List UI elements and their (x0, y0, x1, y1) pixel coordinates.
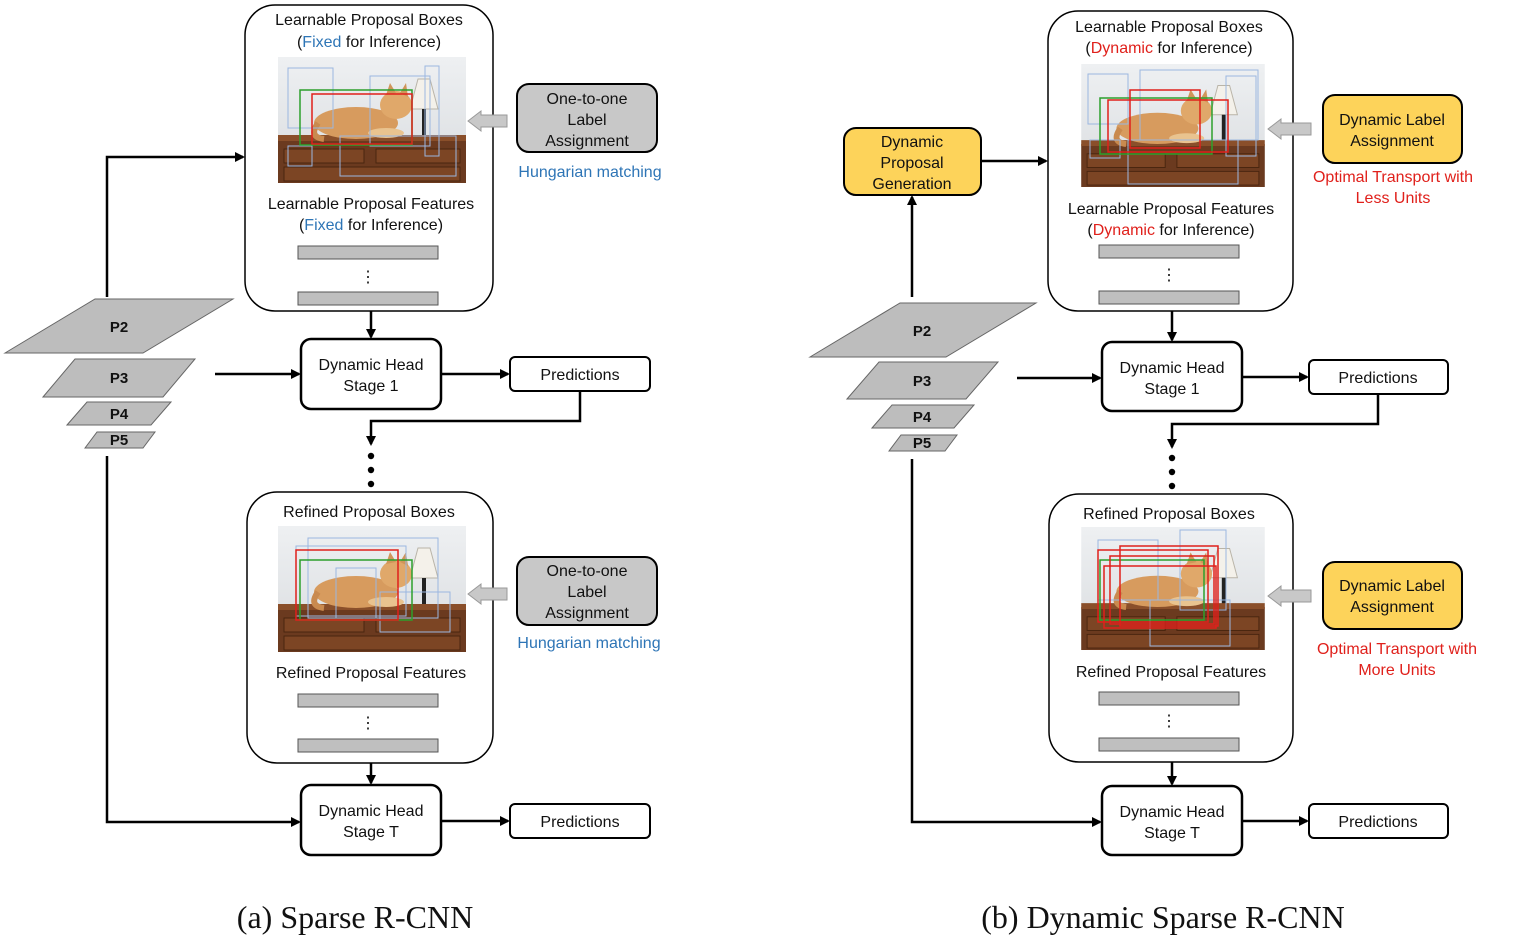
predT-label-b: Predictions (1338, 814, 1417, 831)
assign-arrow-top (467, 109, 508, 133)
level-p5-label: P5 (110, 432, 128, 449)
pyramid-p4 (65, 401, 173, 426)
pyramid-p2-b (808, 302, 1038, 358)
head1-line1-b: Dynamic Head (1120, 360, 1225, 377)
level-p3-label: P3 (110, 370, 128, 387)
svg-text:⋮: ⋮ (360, 269, 376, 286)
dynamic-head-stage-T (299, 783, 443, 857)
dyn-assign-bottom-line1: Dynamic Label (1339, 578, 1445, 595)
panel-dynamic-sparse-rcnn: Dynamic Proposal Generation Learnable Pr… (808, 10, 1477, 935)
refined-boxes-title: Refined Proposal Boxes (283, 504, 455, 521)
level-p2-label-b: P2 (913, 323, 931, 340)
head1-line1: Dynamic Head (319, 357, 424, 374)
pyramid-p5-b (888, 434, 958, 452)
assign-top-line2: Label (567, 112, 606, 129)
dyn-assign-bottom-line2: Assignment (1350, 599, 1434, 616)
dyn-assign-top-line2: Assignment (1350, 133, 1434, 150)
arrow-p5-to-headT (105, 456, 301, 827)
level-p2-label: P2 (110, 319, 128, 336)
arrow-p5-to-headT-b (910, 459, 1102, 827)
ellipsis-dots-b (1168, 454, 1176, 490)
svg-text:⋮: ⋮ (1161, 267, 1177, 284)
head1-line2-b: Stage 1 (1144, 381, 1199, 398)
refined-features-title: Refined Proposal Features (276, 665, 466, 682)
assign-bottom-line1: One-to-one (547, 563, 628, 580)
pyramid-p4-b (870, 404, 976, 429)
svg-text:⋮: ⋮ (1161, 713, 1177, 730)
pred1-label-b: Predictions (1338, 370, 1417, 387)
refined-boxes-image (278, 526, 466, 652)
ot-note-top-line2: Less Units (1356, 190, 1431, 207)
caption-left: (a) Sparse R-CNN (237, 899, 473, 935)
headT-line1-b: Dynamic Head (1120, 804, 1225, 821)
level-p3-label-b: P3 (913, 373, 931, 390)
ot-note-top-line1: Optimal Transport with (1313, 169, 1473, 186)
ot-note-bottom-line2: More Units (1358, 662, 1435, 679)
hungarian-note-bottom: Hungarian matching (517, 635, 660, 652)
proposal-boxes-title-b: Learnable Proposal Boxes (1075, 19, 1263, 36)
proposal-boxes-mode: (Fixed for Inference) (297, 34, 441, 51)
assign-bottom-line2: Label (567, 584, 606, 601)
dyn-assign-top-line1: Dynamic Label (1339, 112, 1445, 129)
dynamic-label-assignment-bottom (1322, 561, 1463, 630)
level-p4-label: P4 (110, 406, 129, 423)
pyramid-p3-b (845, 361, 1000, 400)
hungarian-note-top: Hungarian matching (518, 164, 661, 181)
headT-line2-b: Stage T (1144, 825, 1200, 842)
caption-right: (b) Dynamic Sparse R-CNN (981, 899, 1344, 935)
pyramid-p5 (84, 431, 156, 449)
proposal-gen-line2: Proposal (880, 155, 943, 172)
proposal-feature-bars-b: ⋮ (1098, 244, 1240, 305)
refined-boxes-image-b (1081, 527, 1265, 650)
predictions-stage-T (509, 803, 651, 839)
proposal-boxes-image-b (1081, 64, 1265, 187)
level-p5-label-b: P5 (913, 435, 931, 452)
panel-sparse-rcnn: Learnable Proposal Boxes (Fixed for Infe… (3, 4, 662, 935)
level-p4-label-b: P4 (913, 409, 932, 426)
proposal-boxes-mode-b: (Dynamic for Inference) (1085, 40, 1252, 57)
dynamic-head-stage-1 (299, 337, 443, 411)
assign-bottom-line3: Assignment (545, 605, 629, 622)
dynamic-label-assignment-top (1322, 94, 1463, 164)
refined-feature-bars-b: ⋮ (1098, 691, 1240, 752)
assign-top-line3: Assignment (545, 133, 629, 150)
pyramid-p3 (41, 358, 197, 398)
proposal-gen-line3: Generation (872, 176, 951, 193)
arrow-pred-loop (366, 391, 582, 446)
label-assignment-bottom (516, 556, 658, 626)
proposal-gen-line1: Dynamic (881, 134, 943, 151)
assign-arrow-bottom (467, 582, 508, 606)
head1-line2: Stage 1 (343, 378, 398, 395)
svg-text:⋮: ⋮ (360, 715, 376, 732)
assign-arrow-top-b (1267, 117, 1312, 141)
proposal-feature-bars: ⋮ (297, 245, 439, 306)
proposal-features-mode: (Fixed for Inference) (299, 217, 443, 234)
proposal-features-title: Learnable Proposal Features (268, 196, 474, 213)
refined-boxes-title-b: Refined Proposal Boxes (1083, 506, 1255, 523)
arrow-pred-loop-b (1167, 394, 1380, 449)
refined-features-title-b: Refined Proposal Features (1076, 664, 1266, 681)
assign-top-line1: One-to-one (547, 91, 628, 108)
refined-feature-bars: ⋮ (297, 693, 439, 753)
predictions-stage-T-b (1308, 803, 1449, 839)
proposal-features-title-b: Learnable Proposal Features (1068, 201, 1274, 218)
proposal-features-mode-b: (Dynamic for Inference) (1087, 222, 1254, 239)
proposal-boxes-title: Learnable Proposal Boxes (275, 12, 463, 29)
pyramid-p2 (3, 298, 235, 354)
predT-label: Predictions (540, 814, 619, 831)
assign-arrow-bottom-b (1267, 584, 1312, 608)
ot-note-bottom-line1: Optimal Transport with (1317, 641, 1477, 658)
headT-line1: Dynamic Head (319, 803, 424, 820)
label-assignment-top (516, 83, 658, 153)
ellipsis-dots (367, 452, 375, 488)
proposal-boxes-image (278, 57, 466, 183)
pred1-label: Predictions (540, 367, 619, 384)
headT-line2: Stage T (343, 824, 399, 841)
arrow-p2-to-proposals (105, 152, 245, 297)
